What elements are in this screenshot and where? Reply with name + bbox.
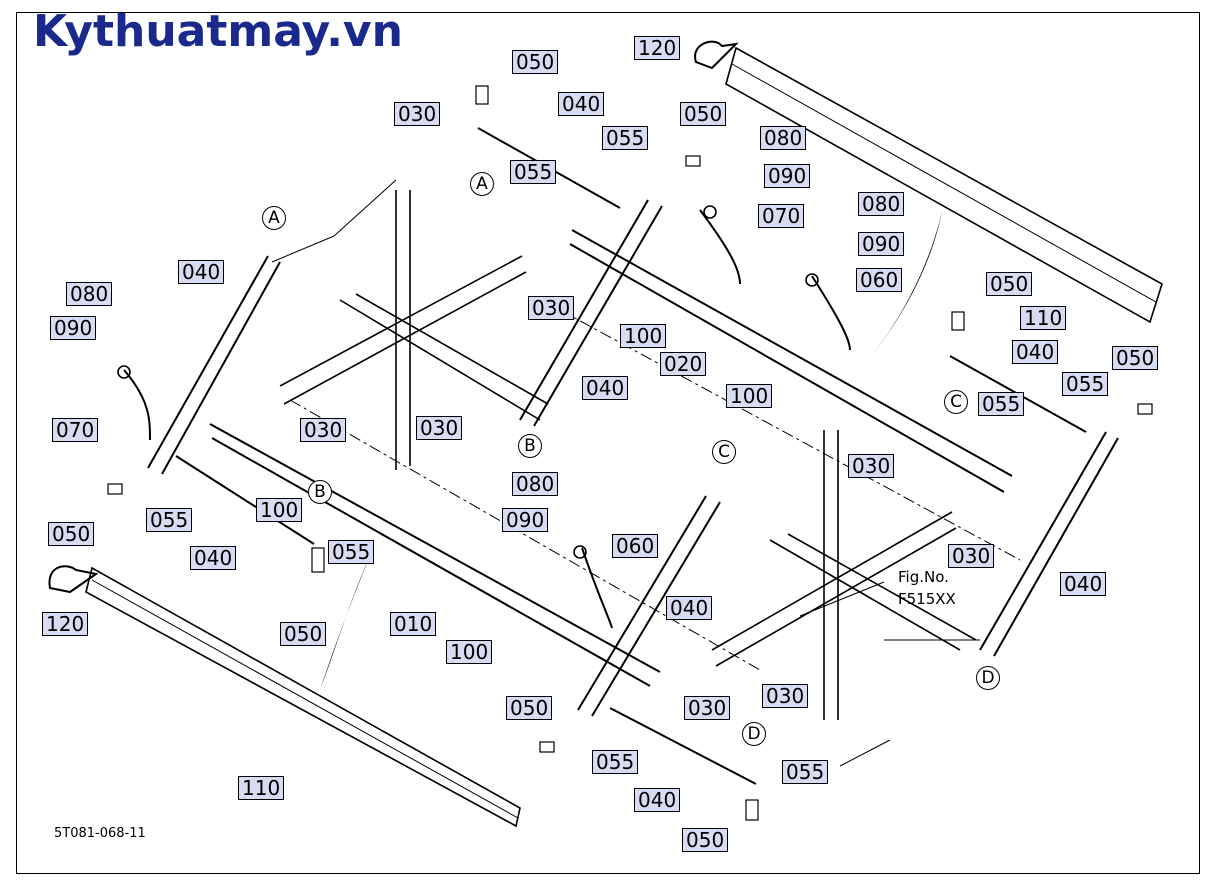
reference-letter-d: D: [742, 722, 766, 746]
callout-050: 050: [48, 522, 95, 546]
callout-080: 080: [512, 472, 559, 496]
reference-letter-d: D: [976, 666, 1000, 690]
callout-110: 110: [1020, 306, 1067, 330]
reference-letter-a: A: [262, 206, 286, 230]
callout-080: 080: [66, 282, 113, 306]
callout-120: 120: [634, 36, 681, 60]
callout-055: 055: [328, 540, 375, 564]
callout-100: 100: [446, 640, 493, 664]
figure-number-label: Fig.No.: [898, 568, 949, 586]
callout-050: 050: [680, 102, 727, 126]
callout-050: 050: [280, 622, 327, 646]
callout-030: 030: [762, 684, 809, 708]
callout-030: 030: [684, 696, 731, 720]
callout-090: 090: [50, 316, 97, 340]
callout-030: 030: [300, 418, 347, 442]
clip-120-left: [48, 565, 99, 594]
callout-040: 040: [634, 788, 681, 812]
shield-110-right: [725, 46, 1163, 324]
rotation-mark-left: [320, 556, 370, 690]
reference-letter-b: B: [308, 480, 332, 504]
brand-watermark: Kythuatmay.vn: [33, 6, 403, 57]
callout-055: 055: [592, 750, 639, 774]
callout-100: 100: [620, 324, 667, 348]
callout-055: 055: [510, 160, 557, 184]
callout-030: 030: [528, 296, 575, 320]
callout-030: 030: [394, 102, 441, 126]
drawing-frame: [16, 12, 1200, 874]
callout-030: 030: [848, 454, 895, 478]
callout-055: 055: [602, 126, 649, 150]
callout-090: 090: [858, 232, 905, 256]
callout-060: 060: [856, 268, 903, 292]
callout-030: 030: [416, 416, 463, 440]
callout-010: 010: [390, 612, 437, 636]
callout-080: 080: [858, 192, 905, 216]
callout-050: 050: [986, 272, 1033, 296]
callout-050: 050: [1112, 346, 1159, 370]
callout-040: 040: [178, 260, 225, 284]
callout-055: 055: [978, 392, 1025, 416]
callout-040: 040: [1012, 340, 1059, 364]
callout-055: 055: [1062, 372, 1109, 396]
callout-070: 070: [758, 204, 805, 228]
callout-040: 040: [190, 546, 237, 570]
reference-letter-a: A: [470, 172, 494, 196]
callout-050: 050: [682, 828, 729, 852]
callout-090: 090: [502, 508, 549, 532]
reference-letter-c: C: [944, 390, 968, 414]
callout-040: 040: [666, 596, 713, 620]
clip-120-right: [694, 40, 739, 70]
callout-040: 040: [558, 92, 605, 116]
reference-letter-c: C: [712, 440, 736, 464]
callout-110: 110: [238, 776, 285, 800]
callout-090: 090: [764, 164, 811, 188]
callout-070: 070: [52, 418, 99, 442]
shield-110-left: [85, 566, 521, 828]
callout-040: 040: [582, 376, 629, 400]
callout-040: 040: [1060, 572, 1107, 596]
callout-100: 100: [726, 384, 773, 408]
callout-020: 020: [660, 352, 707, 376]
callout-030: 030: [948, 544, 995, 568]
callout-050: 050: [512, 50, 559, 74]
drawing-code: 5T081-068-11: [54, 826, 146, 841]
callout-100: 100: [256, 498, 303, 522]
callout-120: 120: [42, 612, 89, 636]
reference-letter-b: B: [518, 434, 542, 458]
callout-055: 055: [146, 508, 193, 532]
callout-055: 055: [782, 760, 829, 784]
callout-060: 060: [612, 534, 659, 558]
callout-050: 050: [506, 696, 553, 720]
callout-080: 080: [760, 126, 807, 150]
figure-number-value: F515XX: [898, 590, 956, 608]
